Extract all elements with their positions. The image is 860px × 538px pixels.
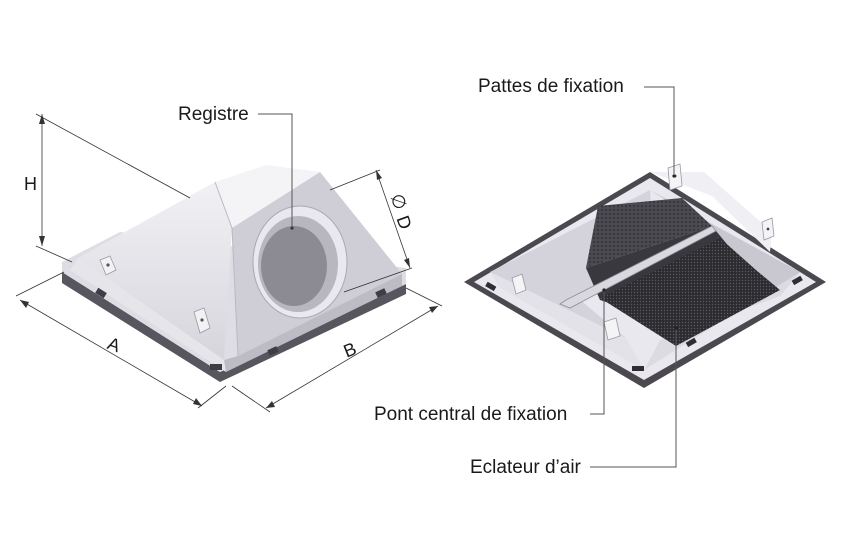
plenum-left-face [78, 182, 232, 360]
plenum-left-apron [70, 258, 226, 372]
fixing-lug-icon [511, 273, 527, 295]
label-registre: Registre [178, 104, 249, 125]
diffuser-mesh-upper [586, 198, 712, 268]
fixing-lug-icon [99, 255, 117, 276]
callout-eclateur: Eclateur d’air [470, 326, 678, 478]
damper-disc [261, 226, 327, 306]
dimension-b-label: B [341, 338, 360, 361]
plenum-front-apron [224, 274, 402, 372]
dimension-d-symbol: ∅ [387, 191, 411, 213]
callout-registre: Registre [178, 104, 293, 228]
dimension-h: H [24, 113, 191, 263]
plenum-silhouette-top [650, 172, 772, 252]
diffuser-mesh-lower [600, 238, 780, 346]
dimension-a-label: A [105, 333, 123, 356]
plenum-right-view: Pattes de fixation Pont central de fixat… [374, 76, 826, 478]
dimension-h-label: H [24, 174, 37, 194]
label-eclateur: Eclateur d’air [470, 457, 582, 478]
plenum-left-view: H A B ∅ D [15, 104, 443, 413]
plenum-top-face [215, 165, 320, 228]
central-fixing-bridge [559, 225, 717, 309]
callout-pattes: Pattes de fixation [478, 76, 676, 178]
callout-pont: Pont central de fixation [374, 288, 606, 425]
label-pont: Pont central de fixation [374, 404, 567, 425]
label-pattes: Pattes de fixation [478, 76, 624, 97]
fixing-lug-icon [603, 317, 621, 341]
dimension-d: ∅ D [329, 169, 416, 293]
inner-body-front-wall [490, 272, 644, 370]
fixing-lug-icon [761, 217, 775, 241]
fixing-lug-icon [193, 307, 211, 334]
dimension-d-label: D [393, 213, 416, 232]
